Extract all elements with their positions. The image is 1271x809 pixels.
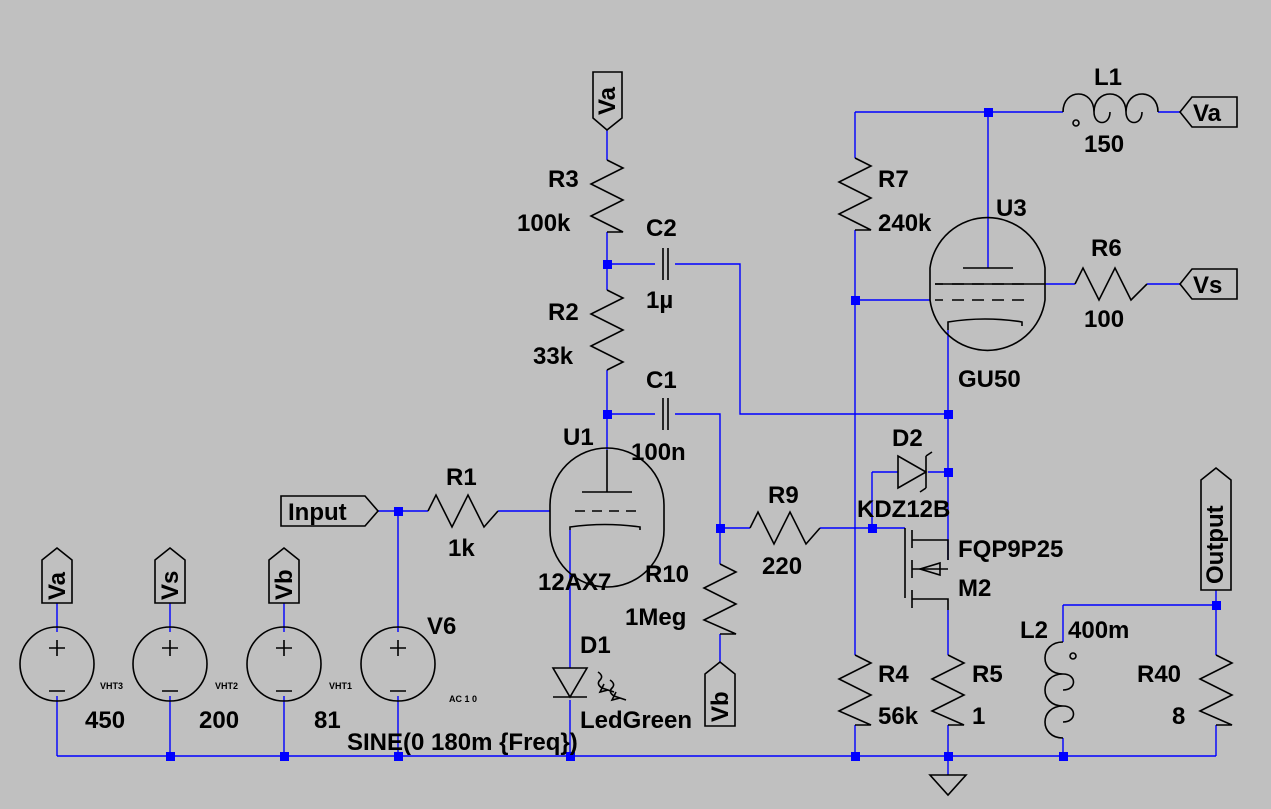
flag-vb-r10[interactable]: Vb (704, 660, 736, 727)
flag-output[interactable]: Output (1200, 466, 1232, 591)
vht1-name: VHT1 (329, 681, 352, 691)
r3-name: R3 (548, 166, 579, 193)
r6-value: 100 (1084, 306, 1124, 333)
r4-name: R4 (878, 661, 909, 688)
flag-va-right[interactable]: Va (1178, 96, 1238, 128)
u3-name: U3 (996, 195, 1027, 222)
r10-value: 1Meg (625, 604, 686, 631)
flag-vs-vht2[interactable]: Vs (154, 546, 186, 604)
flag-va-vht3[interactable]: Va (41, 546, 73, 604)
r40-name: R40 (1137, 661, 1181, 688)
r9-name: R9 (768, 482, 799, 509)
resistor-r40[interactable] (1198, 654, 1234, 726)
voltage-source-v6[interactable] (360, 626, 436, 702)
l2-value: 400m (1068, 617, 1129, 644)
r7-value: 240k (878, 210, 932, 237)
c2-value: 1µ (646, 287, 673, 314)
svg-text:Va: Va (1193, 100, 1222, 127)
m2-model: FQP9P25 (958, 536, 1063, 563)
resistor-r9[interactable] (749, 510, 821, 546)
svg-text:Va: Va (44, 571, 71, 600)
d1-name: D1 (580, 632, 611, 659)
r6-name: R6 (1091, 235, 1122, 262)
wires (56, 111, 1217, 775)
c1-value: 100n (631, 439, 686, 466)
l2-name: L2 (1020, 617, 1048, 644)
voltage-source-vht2[interactable] (132, 626, 208, 702)
c1-name: C1 (646, 367, 677, 394)
junction-dots (166, 108, 1221, 761)
vht1-value: 81 (314, 707, 341, 734)
voltage-source-vht1[interactable] (246, 626, 322, 702)
r1-value: 1k (448, 535, 475, 562)
l1-value: 150 (1084, 131, 1124, 158)
r2-value: 33k (533, 343, 574, 370)
c2-name: C2 (646, 215, 677, 242)
v6-value: SINE(0 180m {Freq}) (347, 729, 578, 756)
flag-vb-vht1[interactable]: Vb (268, 546, 300, 604)
v6-ac: AC 1 0 (449, 694, 477, 704)
d2-name: D2 (892, 425, 923, 452)
svg-text:Input: Input (288, 499, 347, 526)
flag-input[interactable]: Input (280, 495, 380, 527)
resistor-r4[interactable] (837, 654, 873, 726)
resistor-r3[interactable] (589, 159, 625, 233)
r5-name: R5 (972, 661, 1003, 688)
inductor-l1[interactable] (1062, 93, 1159, 127)
svg-text:Va: Va (594, 86, 621, 115)
r9-value: 220 (762, 553, 802, 580)
mosfet-m2[interactable] (904, 528, 949, 610)
r10-name: R10 (645, 561, 689, 588)
capacitor-c1[interactable] (662, 398, 669, 430)
ground-symbol (928, 774, 968, 797)
d1-model: LedGreen (580, 707, 692, 734)
capacitor-c2[interactable] (662, 248, 669, 280)
r2-name: R2 (548, 299, 579, 326)
led-d1[interactable] (551, 667, 627, 702)
u1-name: U1 (563, 424, 594, 451)
u3-model: GU50 (958, 366, 1021, 393)
vht2-name: VHT2 (215, 681, 238, 691)
d2-model: KDZ12B (857, 496, 950, 523)
flag-va-top[interactable]: Va (592, 71, 623, 132)
r40-value: 8 (1172, 703, 1185, 730)
svg-text:Vs: Vs (1193, 272, 1222, 299)
r1-name: R1 (446, 464, 477, 491)
voltage-source-vht3[interactable] (19, 626, 95, 702)
resistor-r2[interactable] (589, 289, 625, 371)
tube-u3[interactable] (929, 216, 1046, 352)
component-labels: R3 100k C2 1µ R2 33k C1 100n U1 12AX7 R1… (85, 64, 1185, 756)
r3-value: 100k (517, 210, 571, 237)
r4-value: 56k (878, 703, 919, 730)
svg-text:Vb: Vb (271, 569, 298, 600)
resistor-r5[interactable] (930, 654, 966, 726)
u1-model: 12AX7 (538, 569, 611, 596)
m2-name: M2 (958, 575, 991, 602)
resistor-r6[interactable] (1074, 266, 1148, 302)
vht2-value: 200 (199, 707, 239, 734)
resistor-r1[interactable] (427, 493, 499, 529)
v6-name: V6 (427, 613, 456, 640)
zener-diode-d2[interactable] (897, 451, 933, 493)
r5-value: 1 (972, 703, 985, 730)
resistor-r7[interactable] (837, 157, 873, 231)
svg-text:Output: Output (1202, 505, 1229, 584)
tube-u1[interactable] (549, 447, 665, 588)
svg-text:Vb: Vb (707, 691, 734, 722)
flag-vs-right[interactable]: Vs (1178, 268, 1238, 300)
vht3-name: VHT3 (100, 681, 123, 691)
resistor-r10[interactable] (702, 563, 738, 635)
vht3-value: 450 (85, 707, 125, 734)
inductor-l2[interactable] (1044, 641, 1077, 739)
l1-name: L1 (1094, 64, 1122, 91)
svg-text:Vs: Vs (157, 571, 184, 600)
r7-name: R7 (878, 166, 909, 193)
